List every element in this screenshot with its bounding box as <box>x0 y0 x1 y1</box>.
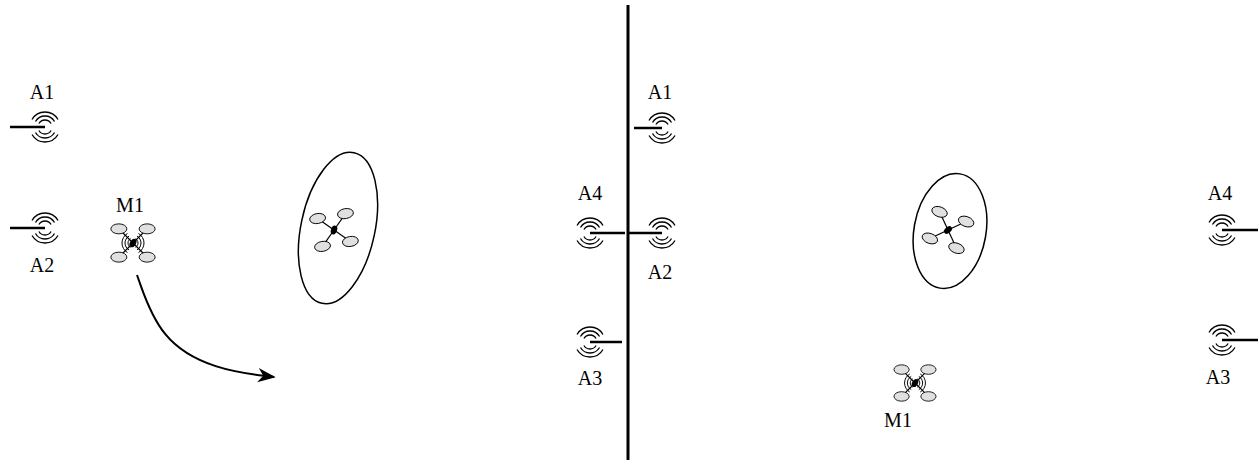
anchor-symbol <box>577 327 622 357</box>
motion-arrow <box>137 275 274 377</box>
anchor-symbol <box>577 218 625 248</box>
anchor-label: A3 <box>578 368 602 388</box>
anchor-label: A4 <box>1208 183 1232 203</box>
anchor-label: M1 <box>884 410 912 430</box>
anchor-symbol <box>10 213 58 243</box>
uncertainty-ellipse <box>904 168 995 295</box>
drone-icon <box>894 365 936 401</box>
anchor-label: A2 <box>30 255 54 275</box>
anchor-symbol <box>628 218 675 248</box>
anchor-symbol <box>10 112 58 142</box>
anchor-label: A3 <box>1206 367 1230 387</box>
anchor-label: A1 <box>30 82 54 102</box>
anchor-symbol <box>1209 215 1258 245</box>
anchor-label: A2 <box>648 262 672 282</box>
anchor-symbol <box>1209 325 1258 355</box>
drone-icon <box>309 207 359 252</box>
uncertainty-ellipse <box>286 145 390 311</box>
anchor-symbol <box>634 113 675 143</box>
anchor-label: A1 <box>648 82 672 102</box>
anchor-label: M1 <box>116 195 144 215</box>
drone-icon <box>111 224 155 262</box>
drone-icon <box>921 204 976 255</box>
anchor-label: A4 <box>578 183 602 203</box>
